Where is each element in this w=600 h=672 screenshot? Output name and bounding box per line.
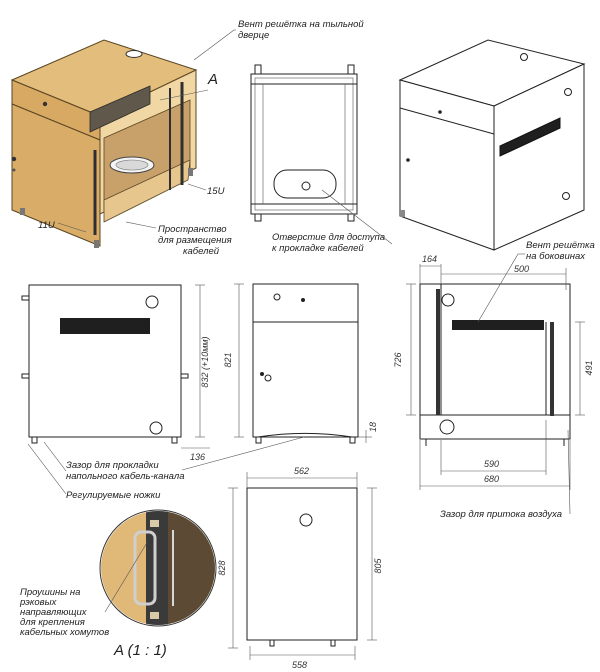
vent-grille (60, 318, 150, 334)
cable-space-label-line1: Пространство (158, 224, 227, 235)
vent-rear-door-label-line1: Вент решётка на тыльной (238, 19, 364, 30)
dimension-18: 18 (368, 422, 378, 432)
vent-rear-door-label-line2: дверце (238, 30, 269, 41)
dimension-558: 558 (292, 660, 307, 670)
dimension-821: 821 (223, 352, 233, 367)
rack-15u-label: 15U (207, 186, 225, 197)
access-hole-label-line2: к прокладке кабелей (272, 243, 364, 254)
side-elevation-view (21, 284, 189, 444)
section-vent-grille (452, 320, 544, 330)
top-cable-hole (125, 50, 143, 58)
lugs-label-line4: для крепления (20, 617, 85, 628)
lugs-label-line1: Проушины на (20, 587, 80, 598)
dimension-164: 164 (422, 254, 437, 264)
access-hole-outline (273, 169, 337, 199)
dimension-726: 726 (393, 352, 403, 367)
side-vent-grille (499, 117, 561, 157)
access-hole-label-line1: Отверстие для доступа (272, 232, 385, 243)
lugs-label-line3: направляющих (20, 607, 88, 618)
detail-a-marker: A (207, 71, 218, 88)
cable-space-label-line2: для размещения (158, 235, 232, 246)
dimension-680: 680 (484, 474, 499, 484)
cable-space-label-line3: кабелей (183, 246, 220, 257)
cable-gap-label-line1: Зазор для прокладки (66, 460, 159, 471)
adjustable-feet-label: Регулируемые ножки (66, 490, 161, 501)
cable-gap-label-line2: напольного кабель-канала (66, 471, 185, 482)
rack-11u-label: 11U (38, 220, 55, 231)
leader-lines (27, 29, 571, 613)
detail-a-view (99, 509, 217, 627)
side-vent-label-line2: на боковинах (526, 251, 586, 262)
isometric-open-view (10, 39, 198, 248)
dimension-562: 562 (294, 466, 309, 476)
callout-labels: Вент решётка на тыльной дверце A 15U 11U… (19, 19, 595, 659)
side-vent-label-line1: Вент решётка (526, 240, 595, 251)
air-gap-label: Зазор для притока воздуха (440, 509, 562, 520)
isometric-closed-view (398, 39, 586, 251)
dimension-828: 828 (217, 560, 227, 575)
dimension-lines (181, 264, 585, 660)
detail-a-title: A (1 : 1) (113, 642, 167, 659)
lugs-label-line2: рэковых (19, 597, 58, 608)
dimension-805: 805 (373, 558, 383, 574)
dimension-labels: 164 500 726 491 590 680 832 (+10мм) 136 … (190, 254, 594, 670)
dimension-491: 491 (584, 360, 594, 375)
dimension-832: 832 (+10мм) (200, 336, 210, 387)
dimension-136: 136 (190, 452, 205, 462)
dimension-500: 500 (514, 264, 529, 274)
rear-frame-view (250, 64, 358, 222)
top-plan-view (246, 487, 358, 647)
dimension-590: 590 (484, 459, 499, 469)
side-section-view (419, 283, 571, 446)
lugs-label-line5: кабельных хомутов (20, 627, 109, 638)
front-elevation-view (252, 283, 359, 444)
